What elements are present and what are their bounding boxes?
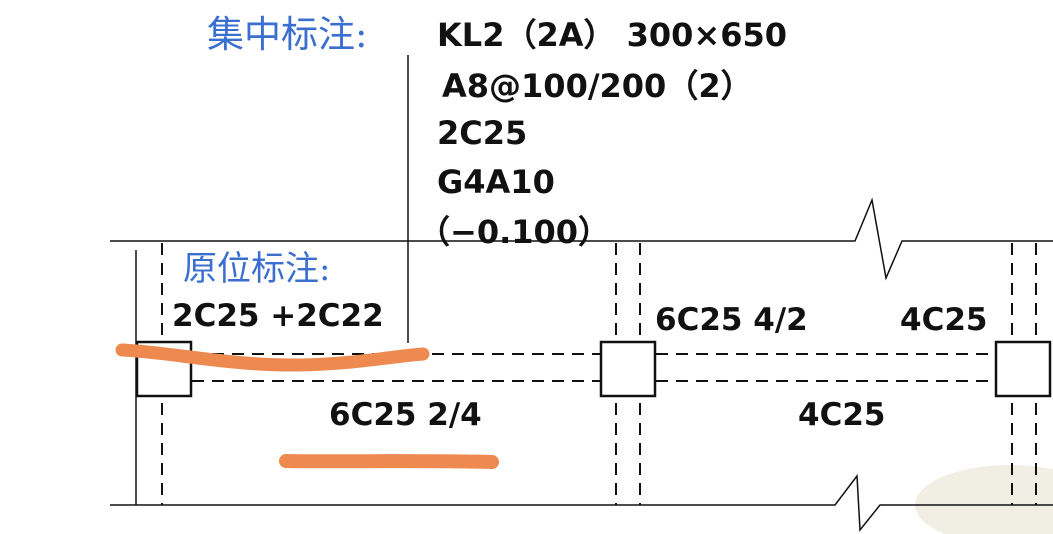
side-bars: G4A10 bbox=[437, 163, 555, 201]
highlight-stroke-bottom bbox=[279, 454, 499, 469]
centralized-annotation-heading: 集中标注: bbox=[207, 13, 368, 56]
highlight-stroke-top bbox=[115, 343, 430, 372]
left-support-top-bars: 2C25 +2C22 bbox=[172, 298, 384, 334]
stirrup-spec: A8@100/200（2） bbox=[442, 67, 753, 105]
in-situ-annotation-heading: 原位标注: bbox=[183, 249, 331, 289]
column-square-middle bbox=[599, 340, 657, 398]
elevation-offset: （−0.100） bbox=[418, 213, 611, 251]
span1-bottom-bars: 6C25 2/4 bbox=[329, 397, 482, 433]
background-shade bbox=[915, 465, 1053, 534]
top-through-bars: 2C25 bbox=[437, 114, 528, 152]
beam-bottom-edge bbox=[110, 473, 1053, 533]
right-support-top-bars: 4C25 bbox=[900, 302, 988, 338]
beam-designation: KL2（2A） 300×650 bbox=[437, 16, 788, 54]
column-square-right bbox=[994, 340, 1052, 398]
span2-bottom-bars: 4C25 bbox=[798, 397, 886, 433]
middle-support-top-bars: 6C25 4/2 bbox=[655, 302, 808, 338]
beam-top-edge bbox=[110, 197, 1053, 281]
